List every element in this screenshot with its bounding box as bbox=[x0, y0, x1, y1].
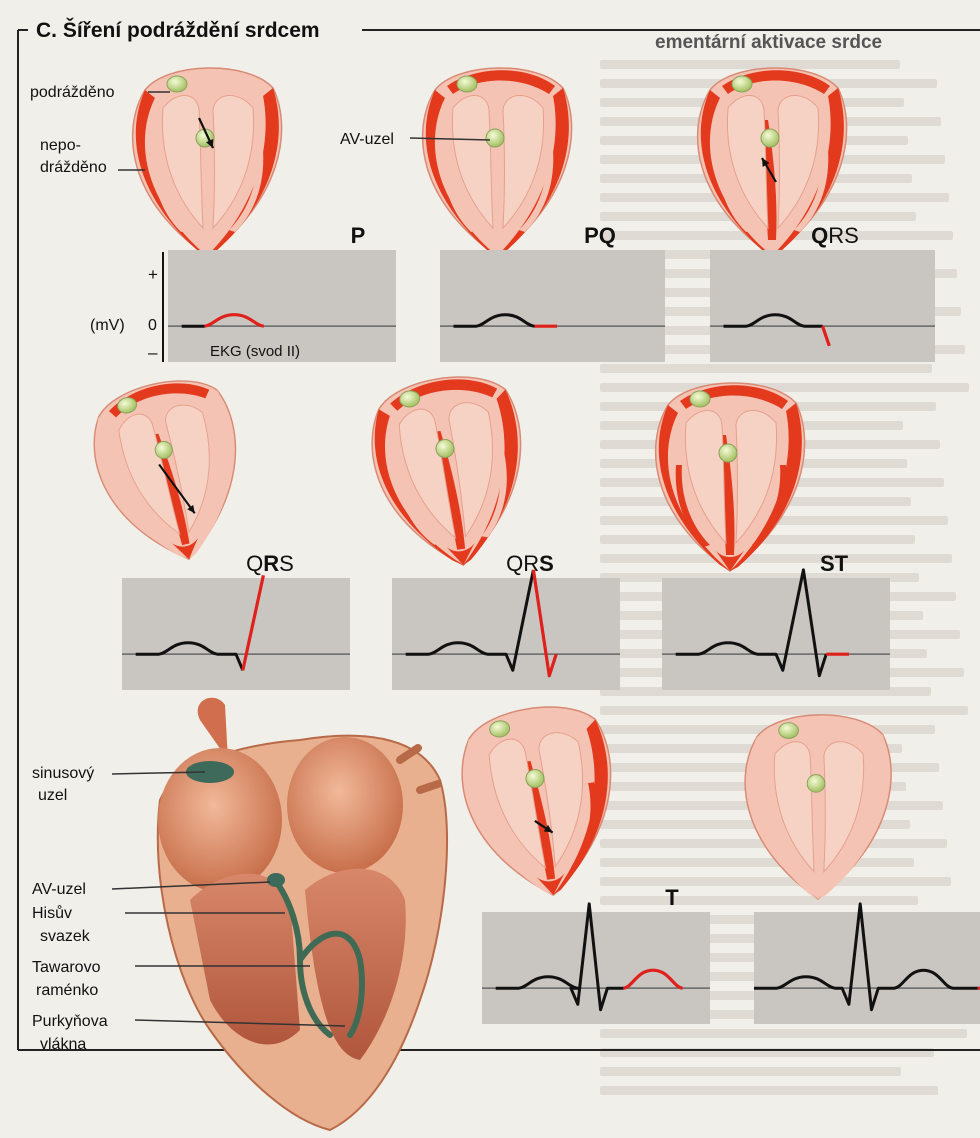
phase-label: PQ bbox=[584, 223, 616, 248]
label-sinus-node-1: sinusový bbox=[32, 765, 94, 782]
phase-label-active: Q bbox=[811, 223, 828, 248]
sinus-node-marker bbox=[457, 76, 477, 92]
phase-label-post: RS bbox=[828, 223, 859, 248]
ekg-panel-4 bbox=[122, 575, 350, 690]
ekg-panel-6 bbox=[662, 570, 890, 690]
ekg-panel-background bbox=[662, 578, 890, 690]
phase-label: QRS bbox=[246, 551, 294, 576]
sinus-node-marker bbox=[690, 391, 710, 407]
phase-label: QRS bbox=[506, 551, 554, 576]
ekg-panel-background bbox=[392, 578, 620, 690]
ekg-panel-background bbox=[440, 250, 665, 362]
heart-stage-6 bbox=[656, 383, 805, 571]
axis-unit: (mV) bbox=[90, 317, 125, 334]
ekg-panel-background bbox=[122, 578, 350, 690]
heart-stage-1 bbox=[133, 68, 282, 256]
av-node-marker bbox=[486, 129, 504, 147]
av-node-marker bbox=[807, 775, 825, 793]
label-bundle-2: svazek bbox=[40, 928, 91, 945]
figure-title: C. Šíření podráždění srdcem bbox=[36, 18, 320, 42]
ekg-panel-5 bbox=[392, 570, 620, 690]
heart-stage-7 bbox=[454, 698, 628, 905]
label-sinus-node-2: uzel bbox=[38, 787, 67, 804]
sinus-node-marker bbox=[779, 723, 799, 739]
av-node-marker bbox=[761, 129, 779, 147]
phase-label: T bbox=[665, 885, 679, 910]
label-bundle-1: Hisův bbox=[32, 904, 72, 922]
label-av-node: AV-uzel bbox=[340, 131, 394, 148]
phase-label: P bbox=[351, 223, 366, 248]
phase-label: ST bbox=[820, 551, 849, 576]
sinus-node-marker bbox=[167, 76, 187, 92]
ekg-panel-8 bbox=[754, 904, 980, 1024]
label-purkinje-1: Purkyňova bbox=[32, 1013, 108, 1030]
ekg-panel-3 bbox=[710, 250, 935, 362]
phase-label-pre: QR bbox=[506, 551, 539, 576]
phase-label-active: R bbox=[263, 551, 279, 576]
sinus-node-marker bbox=[732, 76, 752, 92]
phase-label-active: ST bbox=[820, 551, 849, 576]
phase-label-active: P bbox=[351, 223, 366, 248]
phase-label-active: T bbox=[665, 885, 679, 910]
heart-stage-2 bbox=[423, 68, 572, 256]
phase-label-active: S bbox=[539, 551, 554, 576]
ekg-panel-background bbox=[710, 250, 935, 362]
label-purkinje-2: vlákna bbox=[40, 1036, 86, 1053]
axis-zero: 0 bbox=[148, 317, 157, 334]
label-branch-1: Tawarovo bbox=[32, 959, 101, 976]
label-av-node-2: AV-uzel bbox=[32, 881, 86, 898]
heart-stage-8 bbox=[745, 715, 891, 899]
anatomical-heart bbox=[158, 698, 447, 1130]
clipped-heading: ementární aktivace srdce bbox=[655, 32, 882, 53]
label-unstimulated-2: drážděno bbox=[40, 159, 107, 176]
axis-plus: + bbox=[148, 265, 158, 284]
ekg-panel-2 bbox=[440, 250, 665, 362]
phase-label: QRS bbox=[811, 223, 859, 248]
phase-label-post: S bbox=[279, 551, 294, 576]
axis-minus: – bbox=[148, 343, 158, 362]
label-unstimulated-1: nepo- bbox=[40, 137, 81, 154]
heart-stage-4 bbox=[83, 370, 259, 574]
ekg-panel-7 bbox=[482, 904, 710, 1024]
phase-label-active: PQ bbox=[584, 223, 616, 248]
heart-stage-5 bbox=[364, 368, 538, 575]
ekg-caption: EKG (svod II) bbox=[210, 343, 300, 360]
phase-label-pre: Q bbox=[246, 551, 263, 576]
label-branch-2: raménko bbox=[36, 982, 98, 999]
av-node-marker bbox=[719, 444, 737, 462]
label-stimulated: podrážděno bbox=[30, 84, 115, 101]
